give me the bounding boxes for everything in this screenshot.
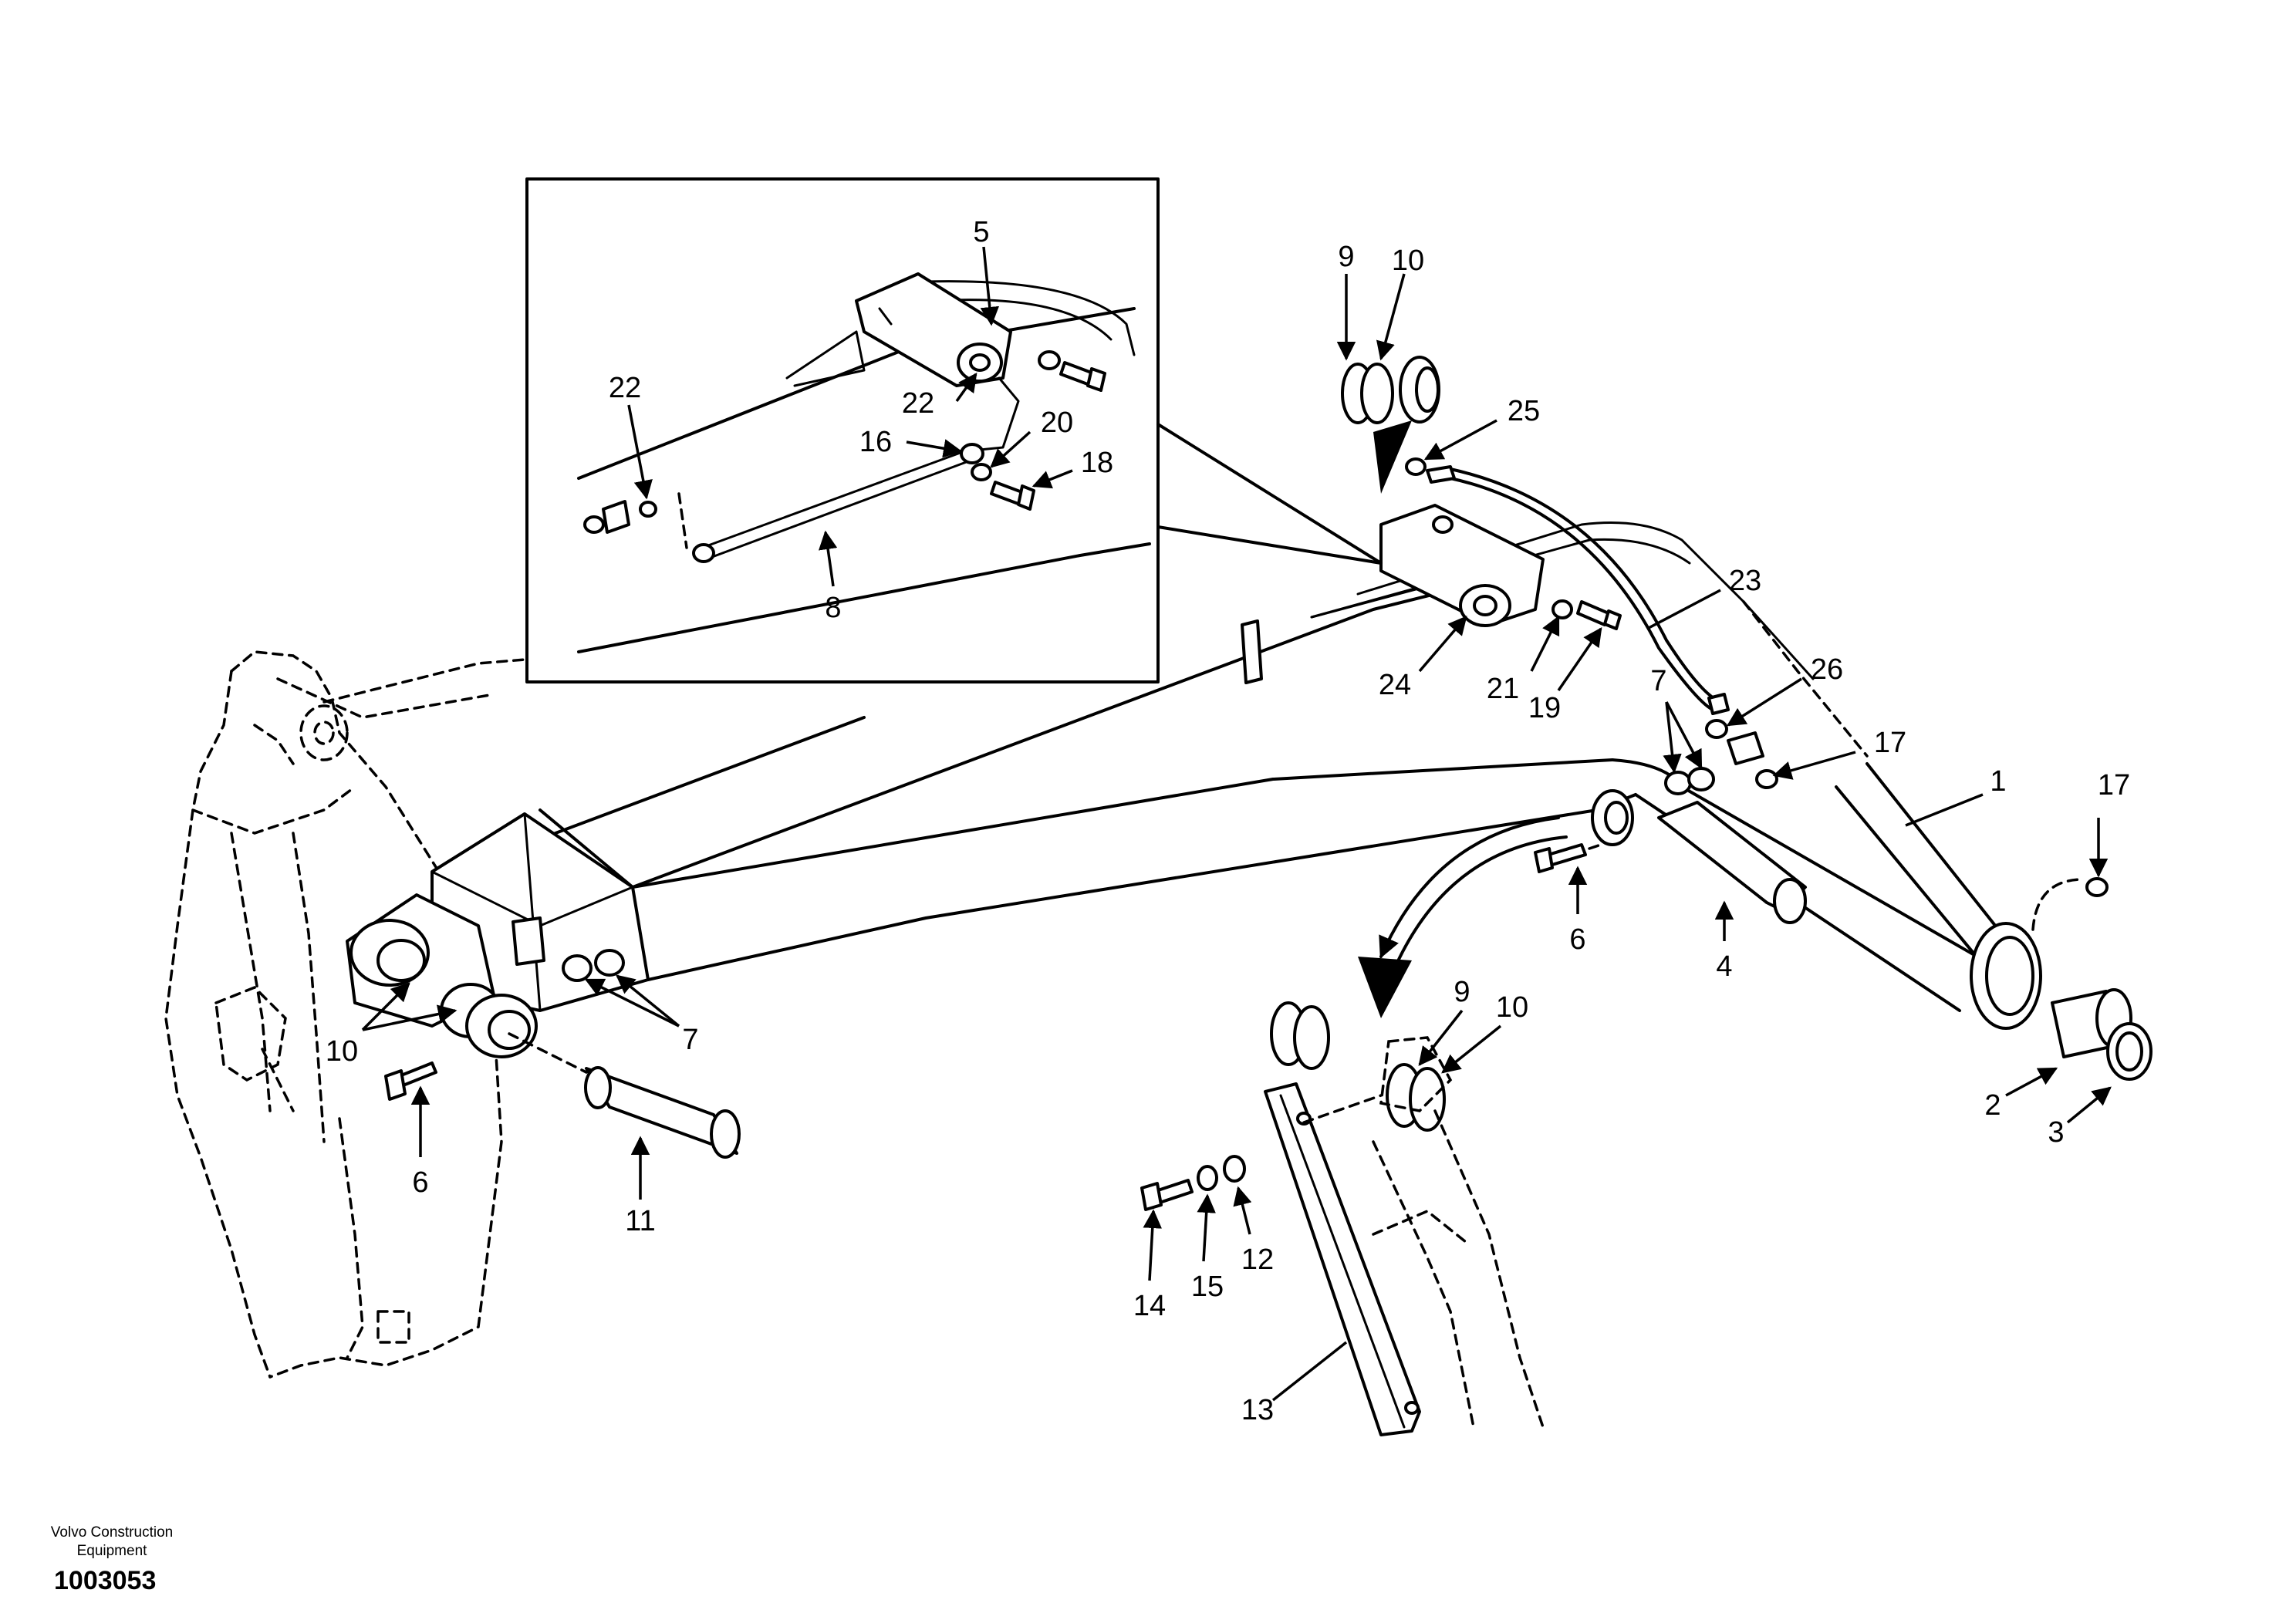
callout-19: 19	[1528, 692, 1561, 724]
callout-5: 5	[973, 216, 989, 248]
callout-2: 2	[1984, 1089, 2001, 1122]
callout-7-left: 7	[682, 1024, 698, 1056]
callout-7-right: 7	[1650, 665, 1666, 697]
callout-15: 15	[1191, 1271, 1224, 1303]
callout-22-left: 22	[609, 372, 641, 404]
callout-10-lower: 10	[1496, 991, 1528, 1024]
company-line-1: Volvo Construction	[50, 1524, 174, 1541]
callout-23: 23	[1729, 565, 1761, 597]
callout-22-right: 22	[902, 387, 934, 420]
callout-1: 1	[1990, 765, 2006, 798]
company-name: Volvo Construction Equipment	[23, 1524, 201, 1561]
boom	[346, 504, 2042, 1058]
callout-labels: 1 2 3 4 5 6 6 7 7 8 9 9 10 10 10 11 12 1…	[326, 216, 2130, 1426]
callout-14: 14	[1133, 1290, 1166, 1322]
callout-24: 24	[1379, 669, 1411, 701]
pin-11	[508, 1032, 741, 1159]
callout-12: 12	[1241, 1244, 1274, 1276]
bracket-13	[1264, 1036, 1545, 1436]
hose-line	[1449, 477, 1714, 711]
drawing-number: 1003053	[54, 1566, 157, 1595]
callout-3: 3	[2048, 1116, 2064, 1149]
callout-17-right: 17	[2098, 769, 2130, 802]
callout-17-mid: 17	[1874, 727, 1906, 759]
callout-26: 26	[1811, 653, 1843, 686]
callout-18: 18	[1081, 447, 1113, 479]
callout-16: 16	[859, 426, 892, 458]
detail-inset	[525, 177, 1383, 683]
callout-leaders	[361, 246, 2112, 1402]
callout-13: 13	[1241, 1394, 1274, 1426]
callout-8: 8	[825, 592, 841, 624]
callout-4: 4	[1716, 950, 1732, 983]
callout-6-left: 6	[412, 1166, 428, 1199]
callout-21: 21	[1487, 673, 1519, 705]
callout-10-left: 10	[326, 1035, 358, 1068]
callout-9-lower: 9	[1454, 976, 1470, 1008]
callout-6-right: 6	[1569, 923, 1585, 956]
callout-11: 11	[625, 1205, 655, 1237]
callout-25: 25	[1508, 395, 1540, 427]
callout-9-upper: 9	[1338, 241, 1354, 273]
callout-10-upper: 10	[1392, 245, 1424, 277]
company-line-2: Equipment	[76, 1543, 147, 1559]
callout-20: 20	[1041, 407, 1073, 439]
